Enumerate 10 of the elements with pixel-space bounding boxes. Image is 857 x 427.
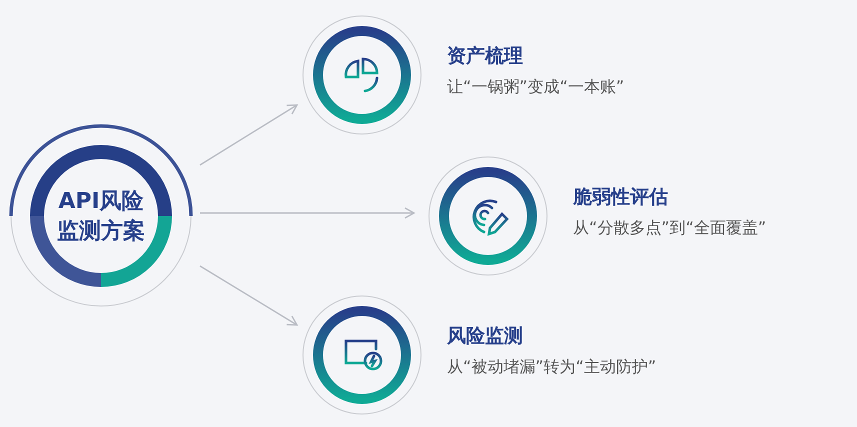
subheading: 从“被动堵漏”转为“主动防护” — [447, 357, 656, 378]
arrow — [200, 104, 298, 166]
heading: 风险监测 — [447, 324, 523, 349]
subheading: 从“分散多点”到“全面覆盖” — [573, 218, 766, 239]
hub-label: API风险监测方案 — [56, 188, 146, 246]
arrow — [200, 265, 298, 326]
heading: 脆弱性评估 — [573, 185, 668, 210]
subheading: 让“一锅粥”变成“一本账” — [447, 77, 624, 98]
arrow — [200, 207, 415, 219]
heading: 资产梳理 — [447, 44, 523, 69]
